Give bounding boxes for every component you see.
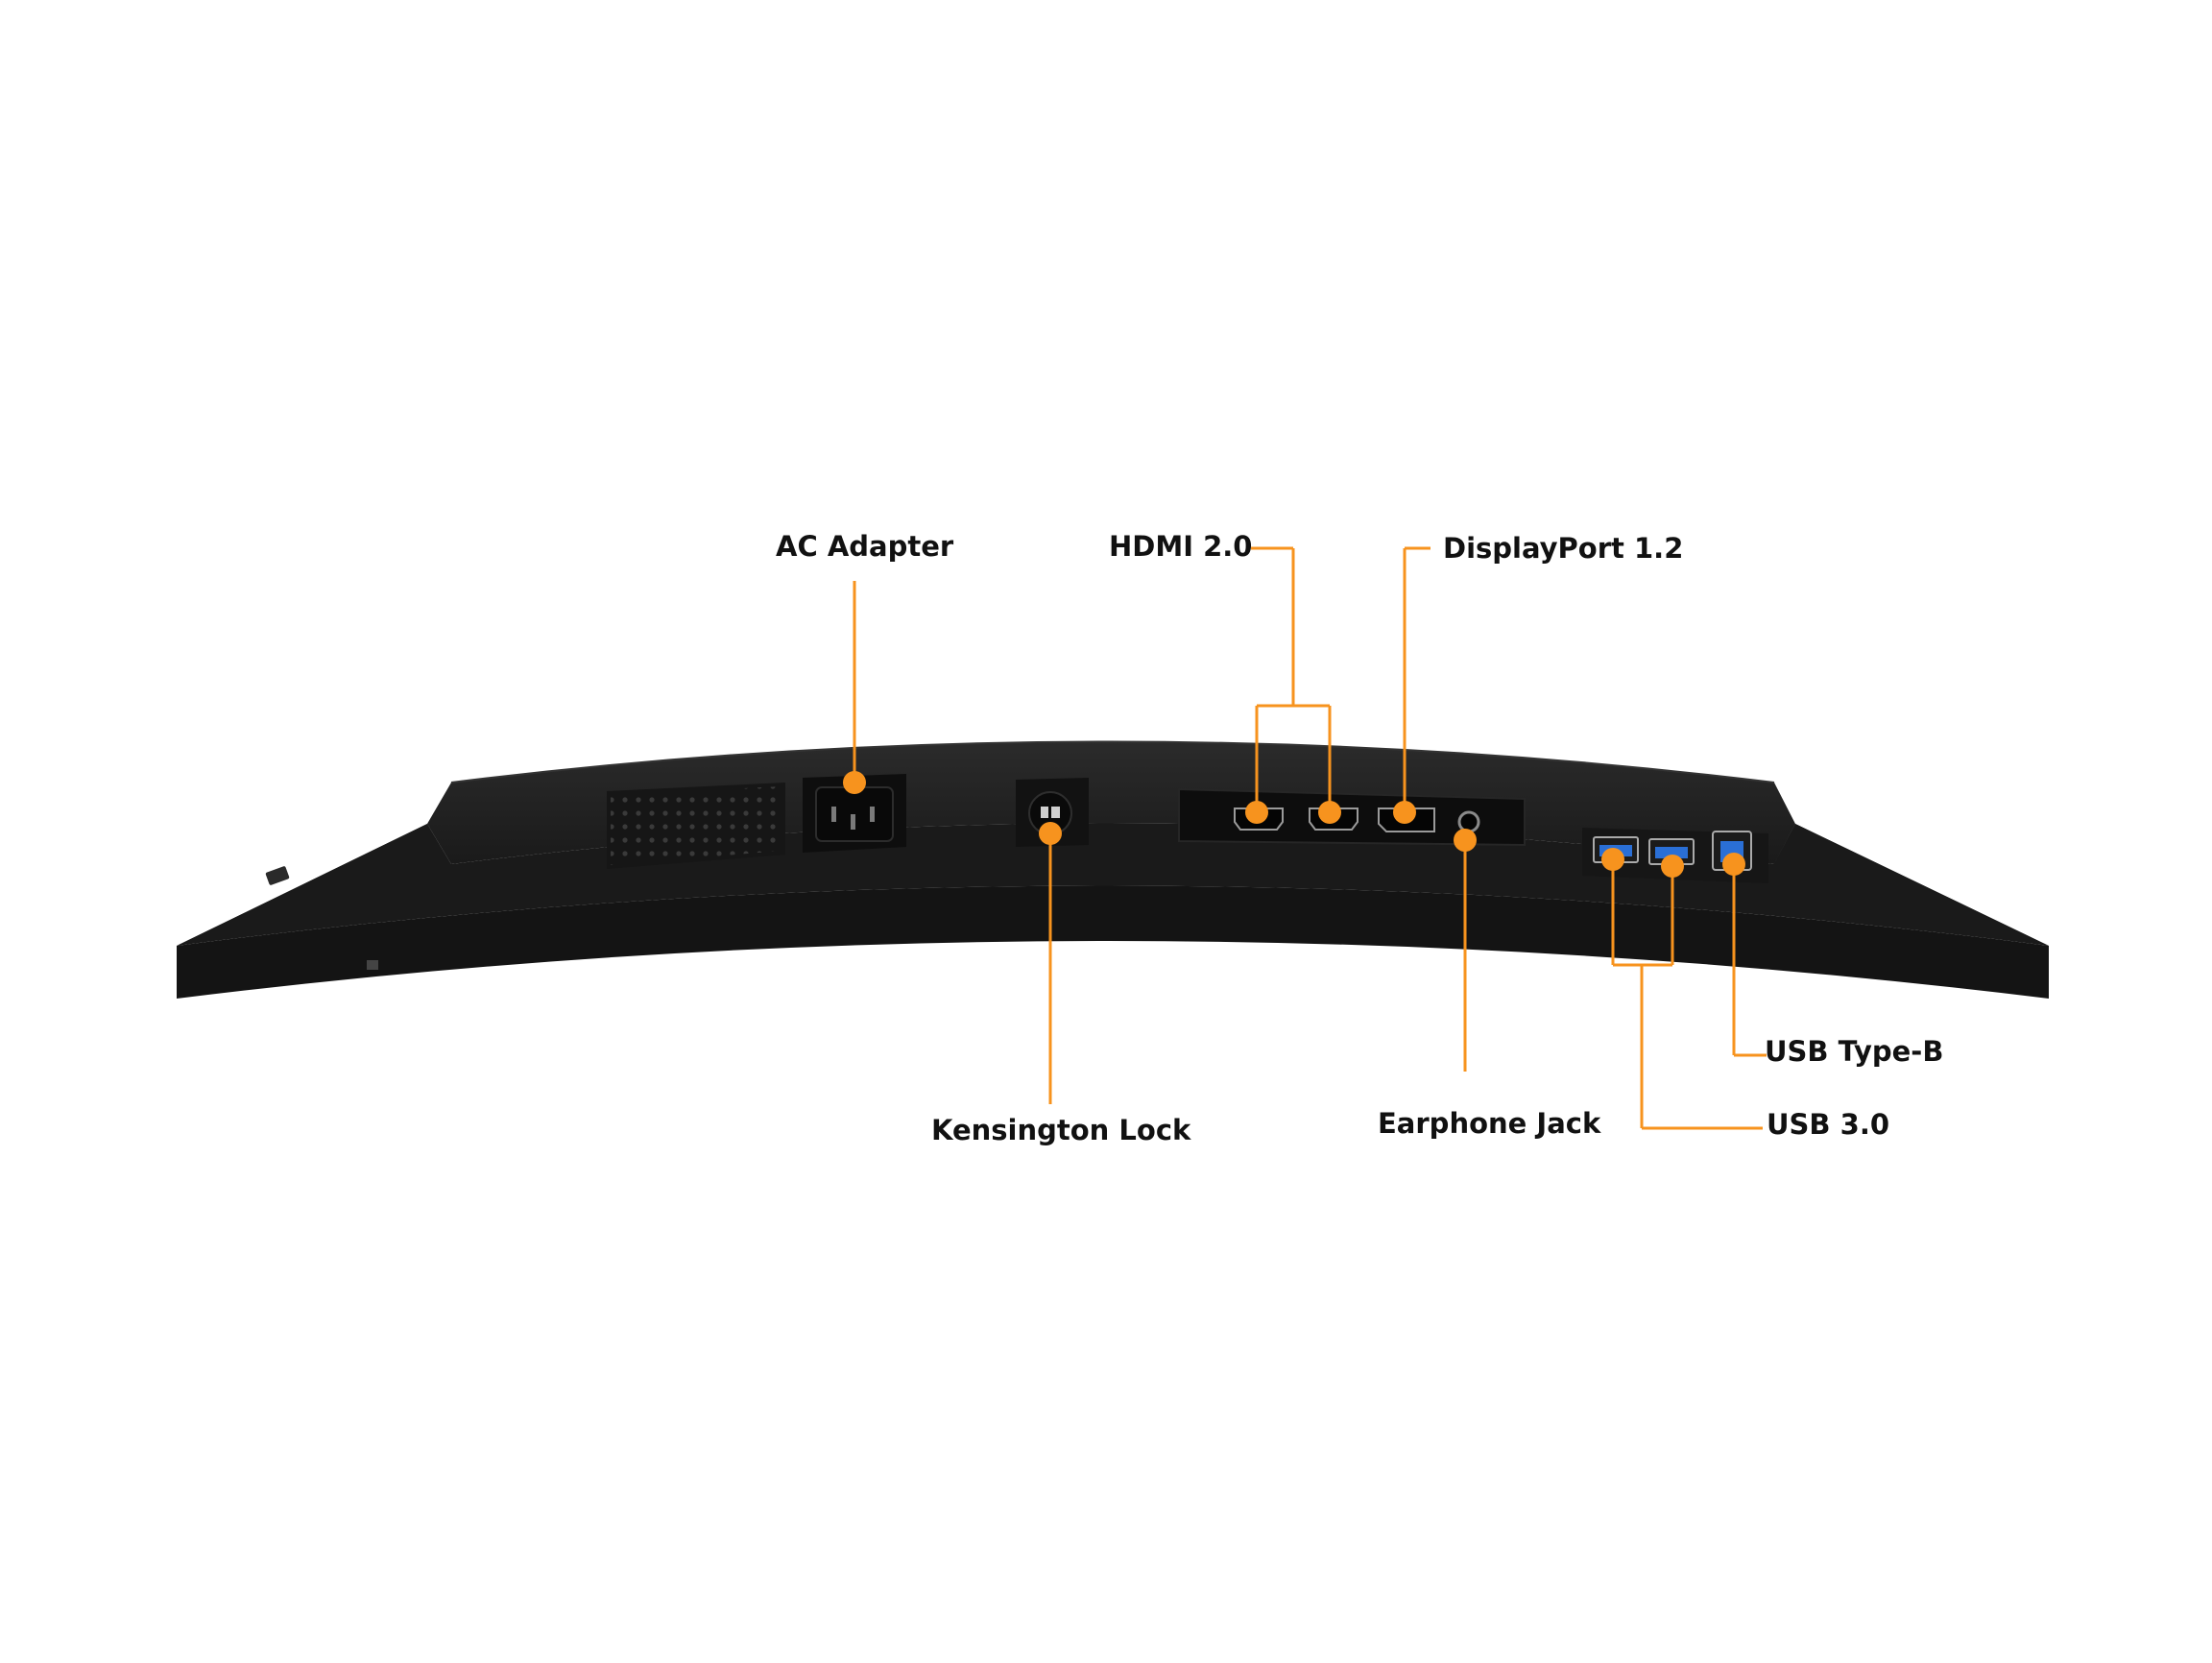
usb-type-b-marker [1722, 853, 1745, 876]
hdmi-2-marker [1318, 801, 1341, 824]
callout-lines [853, 546, 1767, 1130]
label-usb-type-b: USB Type-B [1765, 1035, 1944, 1068]
label-displayport: DisplayPort 1.2 [1443, 532, 1684, 565]
kensington-marker [1039, 822, 1062, 845]
label-kensington-lock: Kensington Lock [931, 1114, 1191, 1146]
callout-markers [843, 771, 1745, 878]
small-marking [367, 960, 378, 970]
displayport-marker [1393, 801, 1416, 824]
usb3-1-marker [1601, 848, 1624, 871]
vent-dots [611, 786, 781, 865]
label-ac-adapter: AC Adapter [776, 530, 954, 563]
ac-adapter-marker [843, 771, 866, 794]
label-hdmi: HDMI 2.0 [1109, 530, 1253, 563]
hdmi-1-marker [1245, 801, 1268, 824]
earphone-marker [1454, 829, 1477, 852]
side-button [265, 866, 290, 885]
earphone-jack-port [1457, 810, 1480, 833]
monitor-top-edge [450, 740, 1775, 783]
monitor-bottom-strip [177, 885, 2049, 999]
label-usb-3: USB 3.0 [1767, 1108, 1890, 1141]
label-earphone-jack: Earphone Jack [1378, 1107, 1601, 1140]
usb3-2-marker [1661, 855, 1684, 878]
